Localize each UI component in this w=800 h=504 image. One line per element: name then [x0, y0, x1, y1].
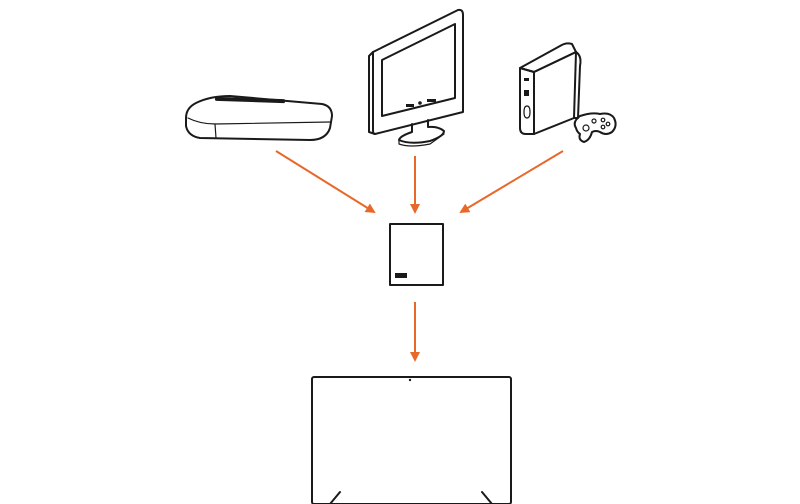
game-console-icon — [519, 42, 582, 135]
set-top-box-icon — [185, 95, 333, 141]
arrow-controller-to-hub — [459, 150, 564, 214]
hub-box-icon — [389, 223, 444, 286]
tv-icon — [311, 376, 512, 504]
arrow-set-top-box-to-hub — [275, 150, 376, 214]
connection-arrows — [275, 150, 564, 362]
monitor-icon — [368, 8, 464, 147]
gamepad-icon — [573, 112, 617, 143]
